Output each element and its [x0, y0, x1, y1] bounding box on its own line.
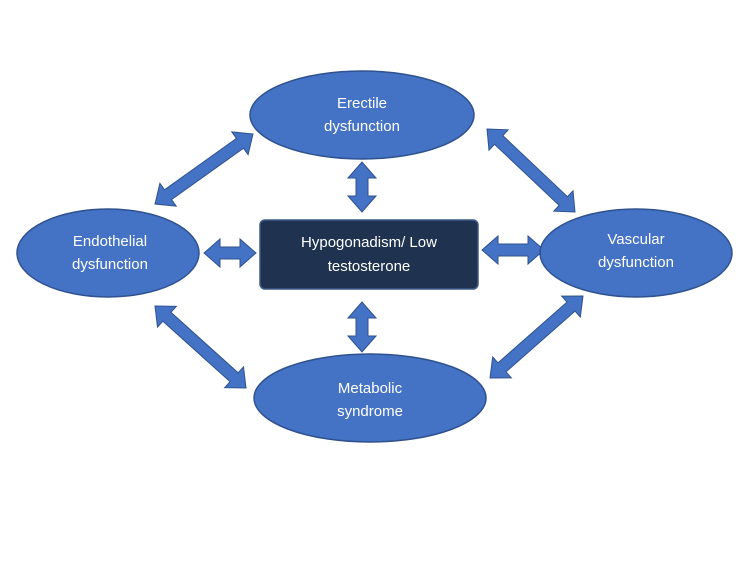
- node-left-line1: Endothelial: [73, 233, 147, 250]
- arrow-bottom-right: [489, 295, 584, 379]
- arrow-bottom-left: [154, 305, 247, 389]
- node-right-line2: dysfunction: [598, 254, 674, 271]
- node-top-shape: [249, 70, 475, 160]
- node-right: Vascular dysfunction: [539, 208, 733, 298]
- arrow-left-center: [203, 237, 257, 269]
- arrow-right-center: [481, 234, 545, 266]
- node-center-line1: Hypogonadism/ Low: [301, 234, 437, 251]
- node-right-line1: Vascular: [607, 231, 664, 248]
- node-top: Erectile dysfunction: [249, 70, 475, 160]
- node-top-line2: dysfunction: [324, 118, 400, 135]
- arrow-top-left: [154, 131, 254, 207]
- node-center-shape: [259, 219, 479, 290]
- node-bottom-line2: syndrome: [337, 403, 403, 420]
- node-center-line2: testosterone: [328, 258, 411, 275]
- arrow-top-right: [486, 128, 576, 213]
- node-bottom-shape: [253, 353, 487, 443]
- arrow-bottom-center: [346, 301, 378, 353]
- node-right-shape: [539, 208, 733, 298]
- node-left-shape: [16, 208, 200, 298]
- arrow-top-center: [346, 161, 378, 213]
- node-bottom: Metabolic syndrome: [253, 353, 487, 443]
- arrows-layer: [154, 128, 584, 389]
- node-top-line1: Erectile: [337, 95, 387, 112]
- node-bottom-line1: Metabolic: [338, 380, 403, 397]
- node-center: Hypogonadism/ Low testosterone: [259, 219, 479, 290]
- node-left-line2: dysfunction: [72, 256, 148, 273]
- node-left: Endothelial dysfunction: [16, 208, 200, 298]
